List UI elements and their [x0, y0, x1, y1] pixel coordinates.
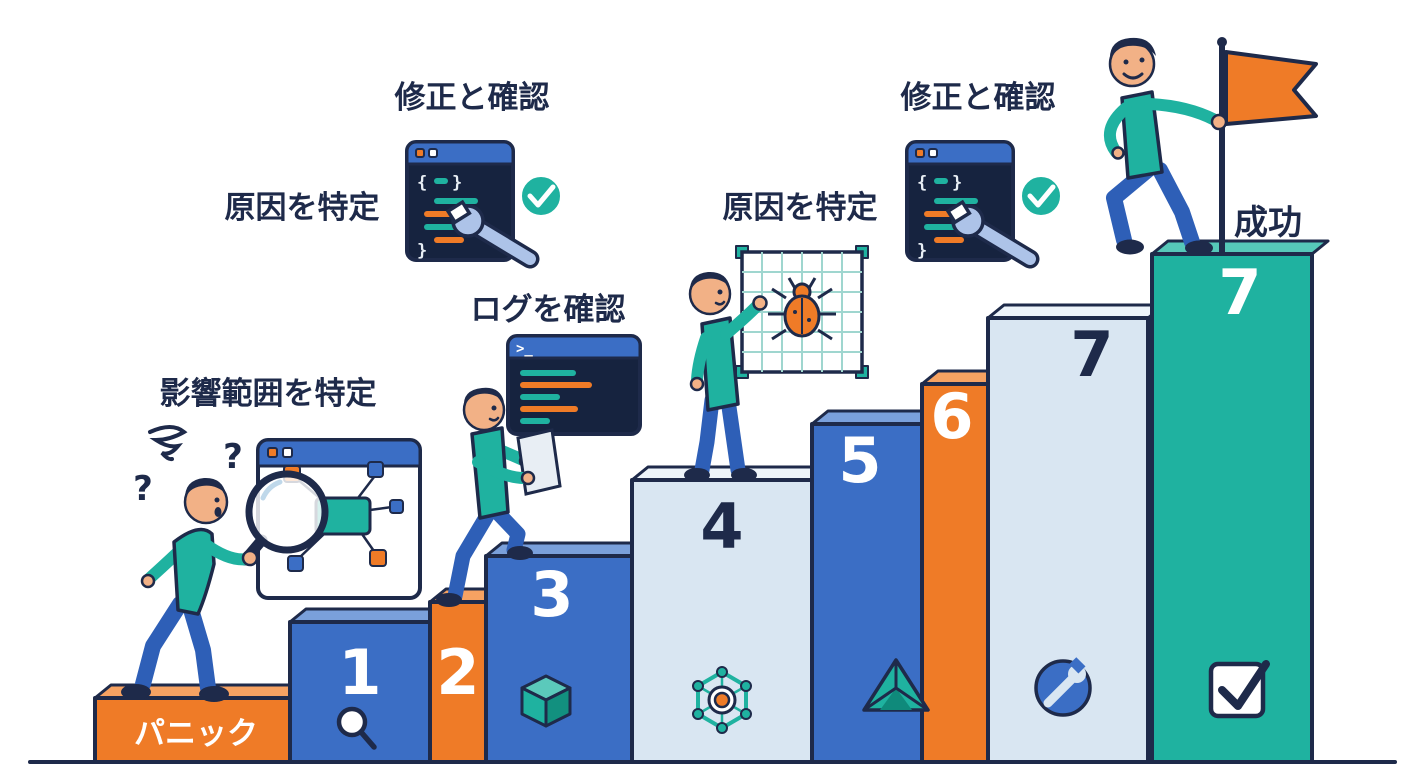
bug-icon	[768, 277, 836, 341]
torso	[1120, 90, 1164, 180]
close-brace: }	[452, 173, 462, 193]
step-6	[920, 369, 1006, 764]
hand	[1210, 113, 1228, 131]
shoe	[1185, 240, 1213, 256]
hair	[184, 477, 226, 500]
log-sheet	[516, 428, 562, 496]
front-leg	[489, 504, 526, 558]
step-number-5: 5	[838, 424, 881, 497]
pyramid-icon	[862, 658, 930, 712]
front-arm	[472, 456, 530, 484]
callout-impact: 影響範囲を特定	[160, 376, 377, 412]
hand	[752, 295, 768, 311]
step-number-3: 3	[530, 558, 573, 631]
question-mark: ?	[133, 469, 153, 509]
shoe	[684, 468, 710, 482]
callout-fix-right: 修正と確認	[900, 80, 1056, 116]
checkbox-icon	[1208, 660, 1270, 719]
step-number-1: 1	[338, 636, 381, 709]
callout-cause-right: 原因を特定	[723, 190, 878, 226]
callout-cause-left: 原因を特定	[225, 190, 380, 226]
callout-fix-left: 修正と確認	[394, 80, 550, 116]
hair	[1109, 37, 1156, 62]
smile	[1122, 72, 1144, 80]
worried-mouth	[214, 507, 222, 517]
code-window-icon: { } }	[405, 140, 564, 269]
step-number-7b: 7	[1218, 256, 1261, 329]
close-brace: }	[417, 241, 427, 261]
code-window-icon-right	[907, 142, 1062, 261]
question-mark: ?	[223, 437, 243, 477]
shoe	[436, 593, 462, 607]
terminal-window-icon: >_	[506, 334, 642, 436]
window-dot	[282, 447, 293, 458]
staircase	[28, 239, 1397, 764]
callout-logs: ログを確認	[471, 292, 626, 328]
shoe	[507, 546, 533, 560]
step-3	[484, 541, 650, 764]
shoe	[121, 684, 151, 700]
window-dot	[428, 148, 438, 158]
hand	[241, 549, 259, 567]
flag-icon	[1217, 37, 1318, 255]
character-pointing	[684, 271, 768, 482]
hair	[463, 387, 504, 408]
cube-icon	[520, 674, 572, 728]
step-number-4: 4	[700, 490, 743, 563]
wrench-circle-icon	[1034, 657, 1092, 717]
bug-grid-icon	[735, 245, 869, 379]
callout-success: 成功	[1234, 203, 1302, 243]
shoe	[199, 686, 229, 702]
step-panic-label: パニック	[134, 716, 258, 752]
back-leg	[447, 506, 496, 604]
hex-network-icon	[692, 666, 752, 734]
hand	[520, 470, 536, 486]
shoe	[731, 468, 757, 482]
window-dot	[415, 148, 425, 158]
check-badge-icon	[518, 173, 564, 219]
open-brace: {	[417, 173, 427, 193]
shoe	[1116, 239, 1144, 255]
magnifier-icon	[336, 706, 377, 750]
big-magnifier-icon	[239, 470, 329, 566]
wrench-icon	[445, 199, 540, 269]
hand	[689, 376, 705, 392]
flag-arm	[1144, 98, 1221, 126]
back-leg	[135, 596, 188, 692]
hand	[1111, 146, 1125, 160]
step-number-6: 6	[930, 380, 973, 453]
step-number-2: 2	[436, 636, 479, 709]
window-dot	[267, 447, 278, 458]
step-number-7a: 7	[1070, 318, 1113, 391]
left-leg	[694, 392, 720, 478]
terminal-prompt: >_	[516, 341, 533, 357]
hair	[689, 271, 730, 292]
dizzy-swirl-icon	[148, 425, 188, 462]
right-leg	[720, 392, 746, 478]
back-leg	[1152, 162, 1200, 250]
hand	[140, 573, 156, 589]
character-panicked: ? ?	[121, 425, 259, 702]
front-leg	[182, 598, 216, 696]
character-climbing	[436, 387, 562, 607]
character-flag-holder	[1103, 37, 1228, 256]
